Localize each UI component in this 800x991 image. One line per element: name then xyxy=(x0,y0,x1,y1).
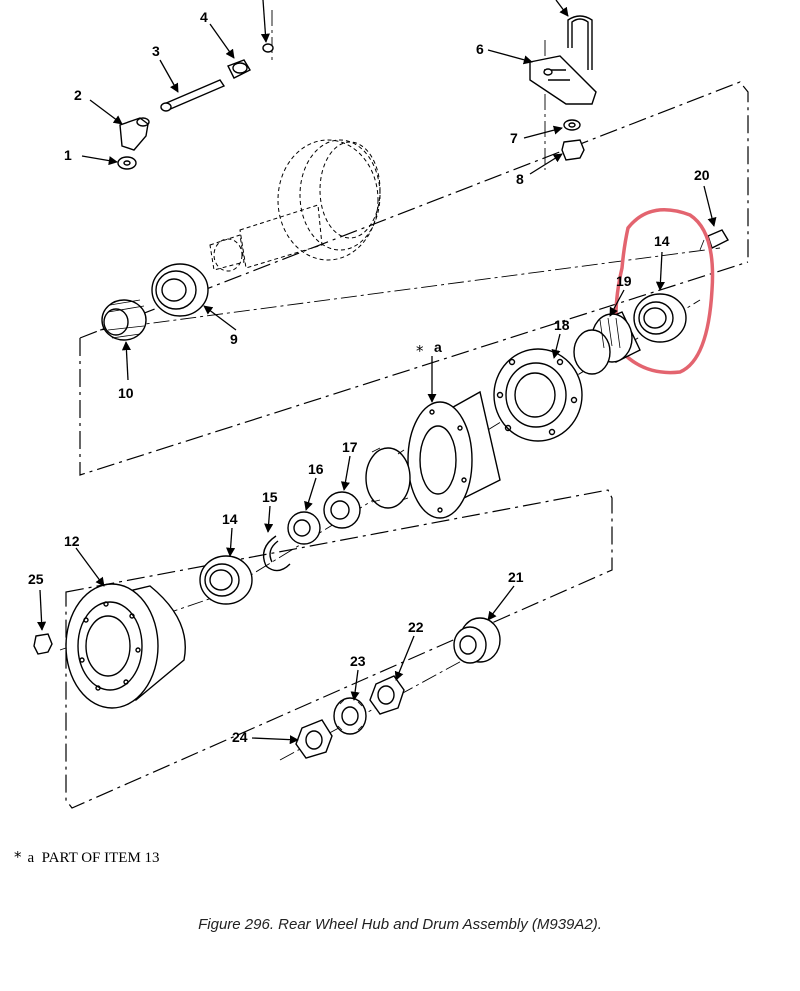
item-25-nut xyxy=(33,633,53,655)
item-14-lower-seal xyxy=(199,555,253,605)
callout-8: 8 xyxy=(516,171,524,187)
item-19-sleeve xyxy=(573,311,641,375)
part-a-label: a xyxy=(434,339,442,355)
item-23-lock-washer xyxy=(333,697,367,735)
figure-caption: Figure 296. Rear Wheel Hub and Drum Asse… xyxy=(198,916,602,933)
footnote-marker: * xyxy=(14,848,22,866)
callout-3: 3 xyxy=(152,43,160,59)
callout-23: 23 xyxy=(350,653,366,669)
lower-frame xyxy=(65,489,613,809)
item-1-washer xyxy=(117,156,137,170)
callout-12: 12 xyxy=(64,533,80,549)
callout-1: 1 xyxy=(64,147,72,163)
footnote: * a PART OF ITEM 13 xyxy=(14,848,160,867)
callout-14-lower: 14 xyxy=(222,511,238,527)
item-4-vent-valve xyxy=(227,59,251,79)
part-a-marker: * xyxy=(416,342,424,360)
item-14-upper-seal xyxy=(633,293,687,343)
callout-24: 24 xyxy=(232,729,248,745)
callout-21: 21 xyxy=(508,569,524,585)
item-18-hub-flange xyxy=(493,348,583,442)
item-15-snap-ring xyxy=(262,535,291,572)
top-vertical-axis xyxy=(271,10,546,170)
item-17-bearing xyxy=(323,491,361,529)
upper-shaft-axis xyxy=(99,247,721,331)
callout-2: 2 xyxy=(74,87,82,103)
callout-15: 15 xyxy=(262,489,278,505)
item-2-elbow-fitting xyxy=(119,117,150,151)
hub-body xyxy=(365,390,501,519)
callout-14-upper: 14 xyxy=(654,233,670,249)
item-24-nut xyxy=(295,719,333,759)
small-washer-top xyxy=(262,43,274,53)
axle-housing-phantom xyxy=(209,139,381,272)
callout-7: 7 xyxy=(510,130,518,146)
callout-6: 6 xyxy=(476,41,484,57)
u-bolt xyxy=(567,15,593,70)
callout-22: 22 xyxy=(408,619,424,635)
item-16-ring xyxy=(287,511,321,545)
callout-20: 20 xyxy=(694,167,710,183)
item-7-washer xyxy=(563,119,581,131)
callout-25: 25 xyxy=(28,571,44,587)
callout-17: 17 xyxy=(342,439,358,455)
callout-4: 4 xyxy=(200,9,208,25)
item-8-nut xyxy=(561,139,585,161)
item-3-vent-tube xyxy=(160,79,226,112)
callout-9: 9 xyxy=(230,331,238,347)
middle-shaft-axis xyxy=(209,299,701,601)
callout-16: 16 xyxy=(308,461,324,477)
item-22-nut xyxy=(369,675,405,715)
item-12-brake-drum xyxy=(65,583,186,709)
callout-10: 10 xyxy=(118,385,134,401)
item-21-bearing-cup xyxy=(453,617,501,664)
item-6-bracket xyxy=(529,55,597,105)
item-9-oil-seal xyxy=(151,263,209,317)
highlight-circle xyxy=(614,208,715,375)
callout-18: 18 xyxy=(554,317,570,333)
upper-frame xyxy=(79,81,749,476)
callout-19: 19 xyxy=(616,273,632,289)
footnote-text: PART OF ITEM 13 xyxy=(41,850,160,866)
item-10-bearing-cone xyxy=(101,299,147,341)
footnote-label: a xyxy=(27,850,35,866)
